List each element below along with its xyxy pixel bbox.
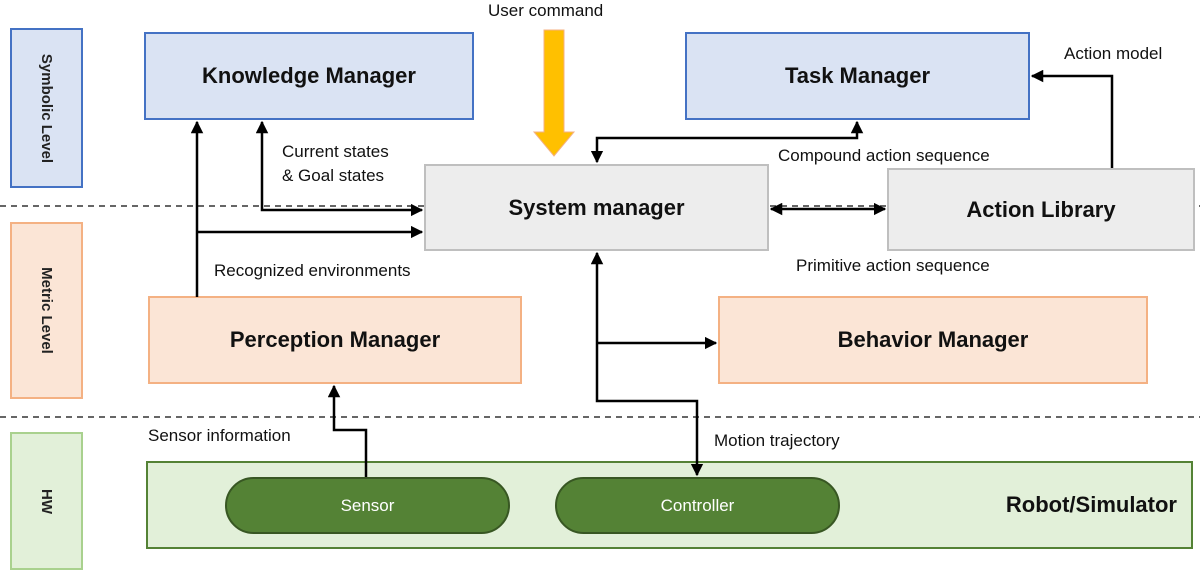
behavior-manager-label: Behavior Manager [837, 327, 1029, 352]
system-manager-label: System manager [508, 194, 685, 220]
arrow-system-controller [590, 251, 704, 477]
controller-component: Controller [555, 477, 840, 534]
task-manager-label: Task Manager [784, 63, 931, 88]
perception-manager-box: Perception Manager [148, 296, 522, 384]
level-metric: Metric Level [10, 222, 83, 399]
task-manager-box: Task Manager [685, 32, 1030, 120]
system-manager-box: System manager [424, 164, 769, 251]
action-model-label: Action model [1064, 44, 1163, 63]
current-states-label: Current states [282, 142, 389, 161]
arrow-action-model [1030, 69, 1114, 168]
arrow-sensor-to-perception [327, 384, 368, 477]
action-library-label: Action Library [966, 196, 1116, 222]
knowledge-manager-label: Knowledge Manager [202, 63, 416, 88]
robot-simulator-label: Robot/Simulator [1005, 492, 1177, 517]
motion-trajectory-label: Motion trajectory [714, 431, 840, 450]
level-symbolic: Symbolic Level [10, 28, 83, 188]
action-library-box: Action Library [887, 168, 1195, 251]
arrow-system-task [590, 120, 864, 164]
goal-states-label: & Goal states [282, 166, 385, 185]
controller-label: Controller [660, 495, 735, 515]
behavior-manager-box: Behavior Manager [718, 296, 1148, 384]
sensor-label: Sensor [340, 495, 395, 515]
recognized-environments-label: Recognized environments [214, 261, 411, 280]
primitive-action-sequence-label: Primitive action sequence [796, 256, 990, 275]
knowledge-manager-box: Knowledge Manager [144, 32, 474, 120]
level-hw: HW [10, 432, 83, 570]
perception-manager-label: Perception Manager [229, 327, 441, 352]
sensor-component: Sensor [225, 477, 510, 534]
user-command-label: User command [488, 1, 604, 20]
user-command-arrow [532, 29, 576, 157]
sensor-information-label: Sensor information [148, 426, 291, 445]
compound-action-sequence-label: Compound action sequence [778, 146, 990, 165]
arrow-knowledge-system [255, 120, 424, 217]
